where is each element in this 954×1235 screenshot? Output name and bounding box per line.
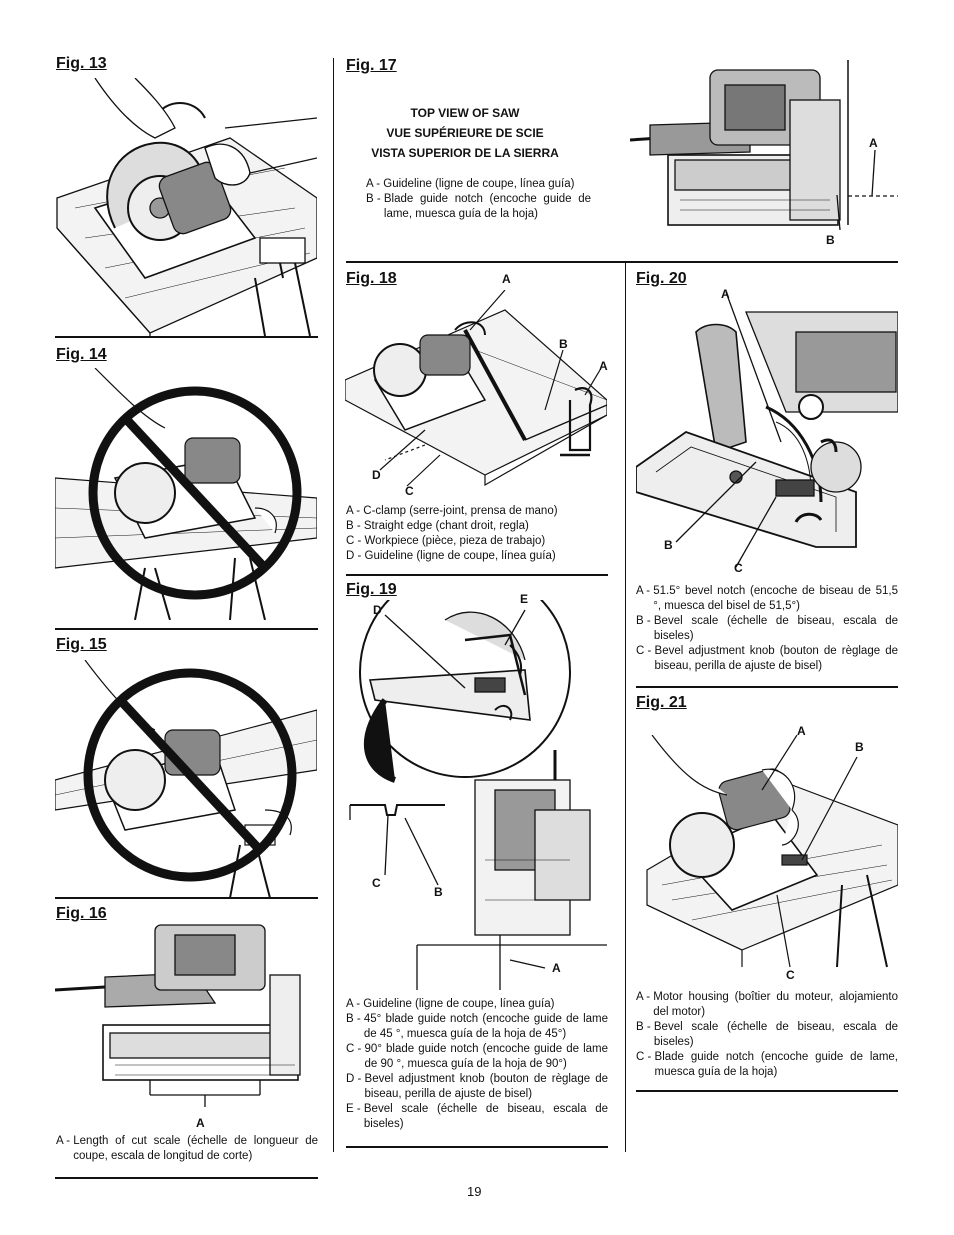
- fig17-label-b: B: [826, 233, 835, 247]
- fig17-label-a: A: [869, 136, 878, 150]
- fig13-illustration: [55, 78, 317, 336]
- fig18-title: Fig. 18: [346, 270, 397, 287]
- fig18-label-c: C: [405, 484, 414, 498]
- fig13-title: Fig. 13: [56, 55, 107, 72]
- fig18-bottom-rule: [346, 574, 608, 576]
- fig21-label-b: B: [855, 740, 864, 754]
- fig19-label-b: B: [434, 885, 443, 899]
- fig14-title: Fig. 14: [56, 346, 107, 363]
- fig16-label-a: A: [196, 1116, 205, 1130]
- fig14-bottom-rule: [55, 628, 318, 630]
- fig20-label-b: B: [664, 538, 673, 552]
- fig19-captions: A - Guideline (ligne de coupe, línea guí…: [346, 998, 608, 1130]
- fig14-illustration: [55, 368, 317, 620]
- fig15-bottom-rule: [55, 897, 318, 899]
- fig17-heading: TOP VIEW OF SAW VUE SUPÉRIEURE DE SCIE V…: [371, 106, 559, 160]
- fig19-label-d: D: [373, 603, 382, 617]
- fig20-label-a: A: [721, 287, 730, 301]
- fig21-illustration: [642, 735, 898, 970]
- fig20-illustration: [636, 292, 898, 577]
- fig18-label-a1: A: [502, 272, 511, 286]
- fig16-bottom-rule: [55, 1177, 318, 1179]
- fig21-title: Fig. 21: [636, 694, 687, 711]
- fig18-captions: A - C-clamp (serre-joint, prensa de mano…: [346, 505, 558, 562]
- fig18-label-b: B: [559, 337, 568, 351]
- fig17-bottom-rule: [346, 261, 898, 263]
- fig20-label-c: C: [734, 561, 743, 575]
- fig17-captions: A - Guideline (ligne de coupe, línea guí…: [366, 178, 591, 220]
- fig19-label-a: A: [552, 961, 561, 975]
- fig21-bottom-rule: [636, 1090, 898, 1092]
- column-divider-right: [625, 262, 626, 1152]
- fig19-label-e: E: [520, 592, 529, 606]
- fig18-label-d: D: [372, 468, 381, 482]
- fig16-illustration: [55, 915, 317, 1115]
- fig19-title: Fig. 19: [346, 581, 397, 598]
- fig13-bottom-rule: [55, 336, 318, 338]
- fig16-title: Fig. 16: [56, 905, 107, 922]
- fig15-title: Fig. 15: [56, 636, 107, 653]
- fig21-label-c: C: [786, 968, 795, 982]
- column-divider-left: [333, 58, 334, 1152]
- fig19-label-c: C: [372, 876, 381, 890]
- fig21-label-a: A: [797, 724, 806, 738]
- fig17-title: Fig. 17: [346, 57, 397, 74]
- fig16-captions: A - Length of cut scale (échelle de long…: [56, 1135, 318, 1162]
- fig20-title: Fig. 20: [636, 270, 687, 287]
- fig18-illustration: [345, 290, 607, 490]
- fig17-illustration: [630, 60, 898, 235]
- fig20-bottom-rule: [636, 686, 898, 688]
- fig20-captions: A - 51.5° bevel notch (encoche de biseau…: [636, 585, 898, 672]
- fig15-illustration: [55, 660, 317, 898]
- fig19-bottom-rule: [346, 1146, 608, 1148]
- page-number: 19: [467, 1184, 482, 1199]
- fig19-illustration: [345, 600, 607, 990]
- fig21-captions: A - Motor housing (boîtier du moteur, al…: [636, 991, 898, 1078]
- fig18-label-a2: A: [599, 359, 608, 373]
